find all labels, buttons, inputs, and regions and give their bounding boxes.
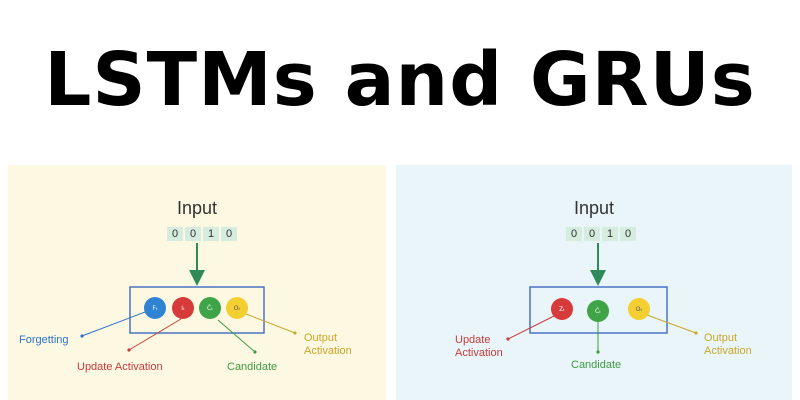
lstm-label-update: Update Activation	[77, 361, 163, 373]
gru-gate-candidate: C̃ₜ	[587, 300, 609, 322]
lstm-label-output-1: Output	[304, 332, 337, 344]
gru-label-output-1: Output	[704, 332, 737, 344]
lstm-gate-forget: Fₜ	[144, 297, 166, 319]
gru-bit: 0	[566, 227, 582, 241]
lstm-gate-candidate: C̃ₜ	[199, 297, 221, 319]
svg-text:C̃ₜ: C̃ₜ	[595, 308, 601, 315]
lstm-gate-input: Iₜ	[172, 297, 194, 319]
gru-gate-update: Zₜ	[551, 298, 573, 320]
gru-output-leader	[646, 314, 697, 334]
lstm-label-forgetting: Forgetting	[19, 334, 69, 346]
lstm-update-leader	[128, 318, 182, 351]
gru-bit: 0	[584, 227, 600, 241]
svg-text:Iₜ: Iₜ	[181, 305, 185, 312]
gru-panel: Input 0 0 1 0 Zₜ C̃ₜ Oₜ	[396, 165, 792, 400]
gru-input-bits: 0 0 1 0	[566, 227, 636, 241]
lstm-panel: Input 0 0 1 0 Fₜ Iₜ	[8, 165, 386, 400]
lstm-bit: 1	[203, 227, 219, 241]
lstm-input-bits: 0 0 1 0	[167, 227, 237, 241]
gru-label-update-1: Update	[455, 334, 490, 346]
lstm-cell-box	[129, 286, 265, 334]
gru-update-leader	[507, 314, 557, 340]
lstm-output-leader	[245, 313, 296, 334]
gru-diagram: Zₜ C̃ₜ Oₜ Update Activation Candidate Ou…	[455, 243, 752, 371]
gru-bit: 0	[620, 227, 636, 241]
gru-label-update-2: Activation	[455, 347, 503, 359]
lstm-label-candidate: Candidate	[227, 361, 277, 373]
gru-gate-output: Oₜ	[628, 298, 650, 320]
lstm-bit: 0	[185, 227, 201, 241]
svg-text:C̃ₜ: C̃ₜ	[207, 305, 213, 312]
gru-bit: 1	[602, 227, 618, 241]
lstm-diagram: Fₜ Iₜ C̃ₜ Oₜ Forgetting Update Activatio…	[19, 243, 352, 373]
gru-label-output-2: Activation	[704, 345, 752, 357]
lstm-bit: 0	[167, 227, 183, 241]
svg-text:Oₜ: Oₜ	[234, 305, 241, 312]
lstm-label-output-2: Activation	[304, 345, 352, 357]
lstm-bit: 0	[221, 227, 237, 241]
svg-text:Zₜ: Zₜ	[559, 306, 565, 313]
svg-text:Oₜ: Oₜ	[636, 306, 643, 313]
page-title: LSTMs and GRUs	[44, 37, 756, 123]
lstm-forgetting-leader	[81, 308, 154, 337]
svg-text:Fₜ: Fₜ	[152, 305, 157, 312]
gru-label-candidate: Candidate	[571, 359, 621, 371]
gru-input-label: Input	[573, 198, 615, 218]
lstm-candidate-leader	[217, 319, 256, 353]
lstm-input-label: Input	[176, 198, 218, 218]
lstm-gate-output: Oₜ	[226, 297, 248, 319]
